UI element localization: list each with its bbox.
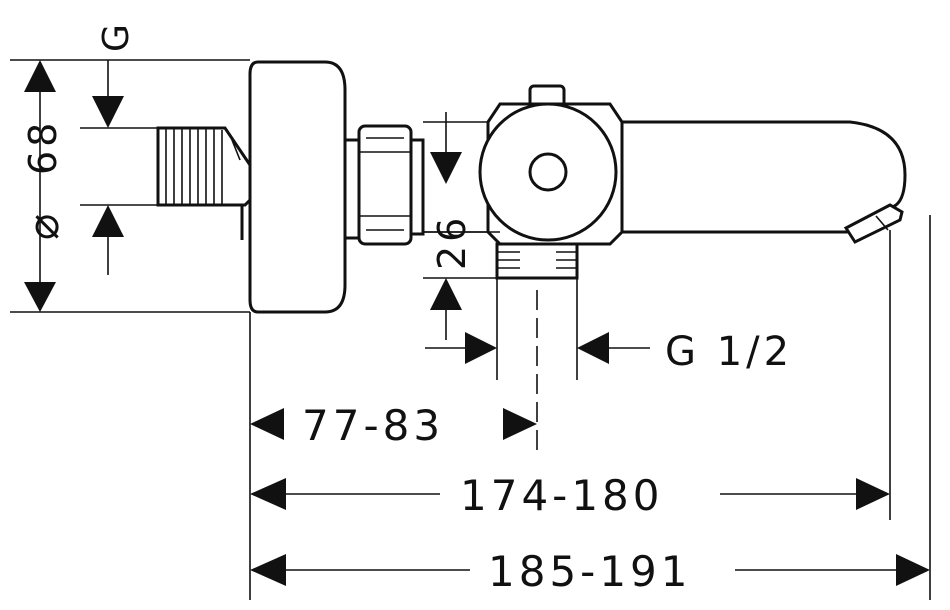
threaded-inlet (156, 126, 252, 240)
dimension-diameter (24, 60, 56, 312)
extension-lines (10, 59, 931, 600)
outlet-thread-label: G 1/2 (665, 329, 793, 375)
diameter-symbol: ⌀ (18, 210, 69, 241)
dimension-length-to-spout (250, 478, 890, 510)
length-to-spout-label: 174-180 (460, 471, 664, 520)
dimension-inlet-thread (92, 60, 124, 275)
mixer-body (423, 84, 624, 246)
dimension-overall-length (250, 554, 930, 586)
overall-length-label: 185-191 (488, 547, 692, 596)
coupling-nut (343, 124, 425, 246)
dimension-outlet-thread (425, 332, 650, 364)
spout (588, 120, 907, 244)
wall-rosette (248, 60, 347, 314)
outlet-height-label: 26 (430, 214, 474, 270)
inlet-thread-label: G (96, 20, 137, 52)
spacing-to-outlet-label: 77-83 (302, 401, 444, 450)
dimension-outlet-height (430, 112, 462, 340)
diameter-value: 68 (21, 119, 65, 175)
bottom-outlet (495, 242, 579, 280)
dimension-spacing-to-outlet (250, 408, 537, 440)
